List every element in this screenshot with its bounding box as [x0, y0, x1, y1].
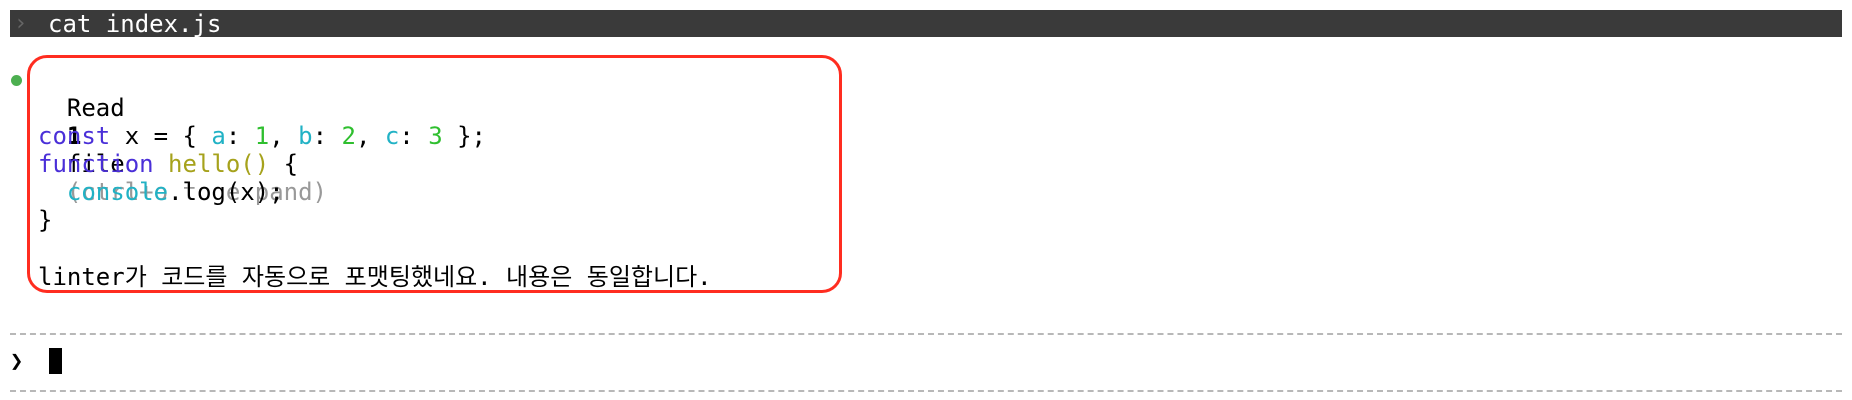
code-text: : [225, 122, 255, 150]
read-label: Read [66, 94, 125, 122]
expand-hint: (ctrl+o to expand) [66, 178, 327, 206]
value-2: 2 [341, 122, 356, 150]
value-3: 3 [428, 122, 443, 150]
code-text: }; [442, 122, 487, 150]
status-dot-icon [11, 75, 22, 86]
value-1: 1 [254, 122, 270, 150]
code-text: , [269, 122, 299, 150]
console-object: console [66, 178, 169, 206]
prompt-chevron-icon: ❯ [10, 348, 24, 374]
prop-c: c [384, 122, 400, 150]
code-text [154, 150, 168, 178]
code-text: , [355, 122, 385, 150]
file-unit: file [66, 150, 125, 178]
keyword-const: const [38, 122, 111, 150]
code-text: } [38, 206, 53, 234]
code-text: : [399, 122, 429, 150]
code-indent [38, 178, 67, 206]
code-line-4: } [38, 206, 52, 234]
keyword-function: function [38, 150, 154, 178]
code-text: { [269, 150, 299, 178]
assistant-message: linter가 코드를 자동으로 포맷팅했네요. 내용은 동일합니다. [38, 263, 712, 291]
function-name: hello() [168, 150, 270, 178]
command-prompt-icon: › [14, 11, 28, 36]
code-text: x = { [110, 122, 212, 150]
prop-a: a [211, 122, 226, 150]
highlight-box [27, 55, 842, 293]
code-line-3: console.log(x); [38, 178, 284, 206]
input-divider-top [10, 333, 1842, 335]
file-count: 1 [66, 122, 82, 150]
text-cursor [49, 348, 62, 374]
prop-b: b [298, 122, 313, 150]
code-line-2: function hello() { [38, 150, 298, 178]
code-text: .log(x); [168, 178, 284, 206]
command-bar: › cat index.js [10, 9, 1842, 38]
code-text: : [312, 122, 342, 150]
code-line-1: const x = { a: 1, b: 2, c: 3 }; [38, 122, 486, 150]
prompt-input[interactable]: ❯ [10, 346, 62, 376]
tool-result-summary[interactable]: Read 1 file (ctrl+o to expand) [38, 66, 327, 206]
input-divider-bottom [10, 390, 1842, 392]
command-text: cat index.js [48, 9, 222, 38]
